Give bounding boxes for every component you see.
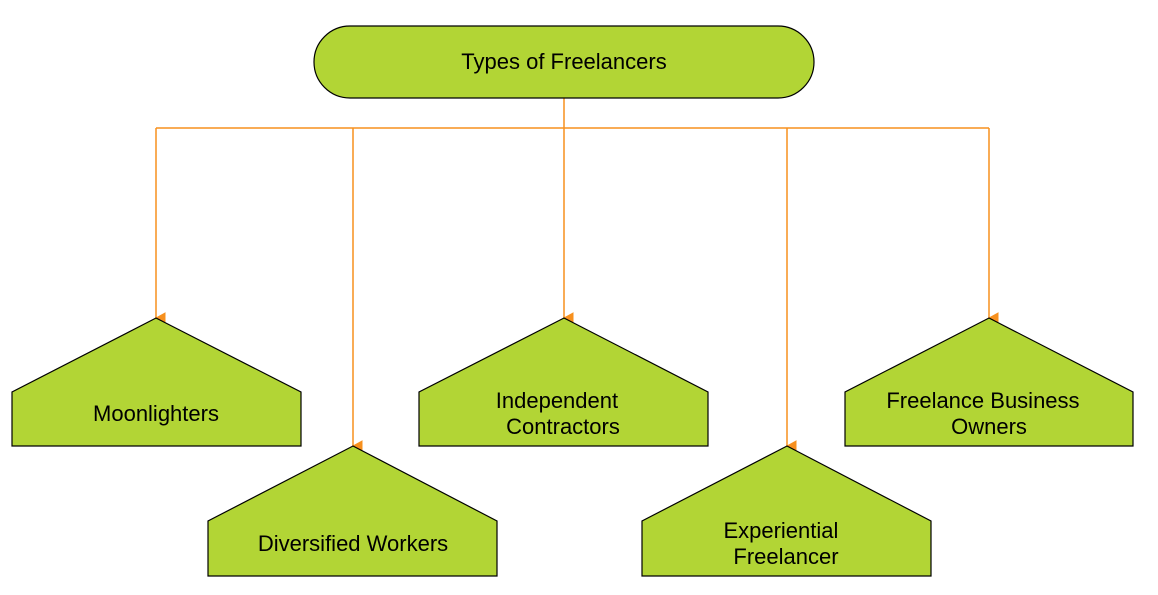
pentagon-shape bbox=[418, 317, 709, 447]
child-node-diversified-workers: Diversified Workers bbox=[207, 445, 498, 577]
child-node-label-moonlighters: Moonlighters bbox=[93, 401, 219, 426]
label-line: Owners bbox=[951, 414, 1027, 439]
label-line: Experiential bbox=[723, 518, 838, 543]
child-node-experiential-freelancer: Experiential Freelancer bbox=[641, 445, 932, 577]
child-node-label-freelance-business-owners: Freelance Business Owners bbox=[886, 388, 1085, 439]
pentagon-shape bbox=[641, 445, 932, 577]
label-line: Contractors bbox=[506, 414, 620, 439]
child-node-label-independent-contractors: Independent Contractors bbox=[496, 388, 624, 439]
pentagon-shape bbox=[844, 317, 1134, 447]
child-node-moonlighters: Moonlighters bbox=[11, 317, 302, 447]
pentagon-shape bbox=[11, 317, 302, 447]
child-node-independent-contractors: Independent Contractors bbox=[418, 317, 709, 447]
connectors bbox=[154, 98, 999, 452]
label-line: Freelancer bbox=[733, 544, 838, 569]
root-node: Types of Freelancers bbox=[313, 25, 815, 99]
root-node-shape bbox=[313, 25, 815, 99]
child-node-label-diversified-workers: Diversified Workers bbox=[258, 531, 448, 556]
child-node-label-experiential-freelancer: Experiential Freelancer bbox=[723, 518, 844, 569]
label-line: Independent bbox=[496, 388, 618, 413]
root-node-label: Types of Freelancers bbox=[461, 49, 666, 74]
pentagon-shape bbox=[207, 445, 498, 577]
label-line: Freelance Business bbox=[886, 388, 1079, 413]
label-line: Moonlighters bbox=[93, 401, 219, 426]
label-line: Diversified Workers bbox=[258, 531, 448, 556]
child-node-freelance-business-owners: Freelance Business Owners bbox=[844, 317, 1134, 447]
